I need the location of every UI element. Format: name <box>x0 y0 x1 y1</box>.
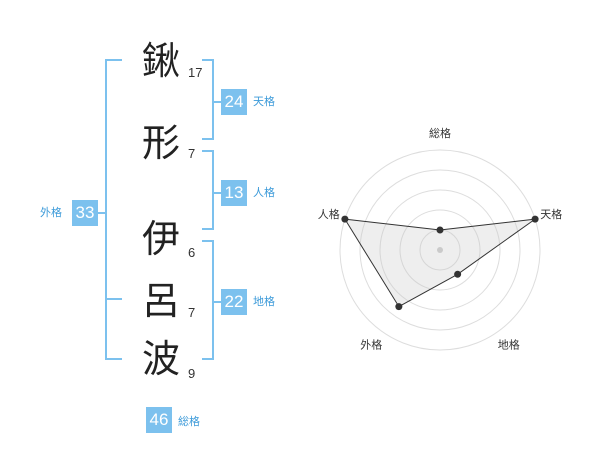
name-char-3: 伊 <box>141 217 180 261</box>
chikaku-badge: 22 <box>221 289 247 315</box>
radar-axis-label-4: 人格 <box>318 207 340 221</box>
name-char-5: 波 <box>141 337 180 381</box>
tenkaku-badge: 24 <box>221 89 247 115</box>
gaikaku-connector <box>98 212 106 214</box>
name-char-4: 呂 <box>141 279 180 323</box>
tenkaku-label: 天格 <box>253 95 275 108</box>
chikaku-label: 地格 <box>253 295 275 308</box>
jinkaku-bracket-bottom <box>202 228 214 230</box>
stroke-count-4: 7 <box>188 305 196 320</box>
jinkaku-label: 人格 <box>253 186 275 199</box>
radar-ring <box>399 209 481 291</box>
radar-point-0 <box>436 226 444 234</box>
soukaku-badge: 46 <box>146 407 172 433</box>
jinkaku-connector <box>212 192 221 194</box>
jinkaku-badge: 13 <box>221 180 247 206</box>
gaikaku-bracket-top <box>105 59 122 61</box>
chikaku-bracket-top <box>202 240 214 242</box>
tenkaku-connector <box>212 101 221 103</box>
name-char-1: 鍬 <box>141 39 180 83</box>
radar-points <box>341 215 539 311</box>
radar-polygon <box>343 218 536 308</box>
stroke-count-3: 6 <box>188 245 196 260</box>
radar-point-3 <box>395 303 403 311</box>
tenkaku-bracket-vertical <box>212 59 214 140</box>
jinkaku-bracket-top <box>202 150 214 152</box>
radar-axis-label-0: 総格 <box>429 126 451 140</box>
jinkaku-bracket-vertical <box>212 150 214 230</box>
radar-point-2 <box>454 270 462 278</box>
stroke-count-5: 9 <box>188 366 196 381</box>
tenkaku-bracket-bottom <box>202 138 214 140</box>
gaikaku-bracket-bottom <box>105 358 122 360</box>
radar-axis-label-1: 天格 <box>540 207 562 221</box>
radar-axis-label-3: 外格 <box>360 338 382 352</box>
tenkaku-bracket-top <box>202 59 214 61</box>
gaikaku-bracket-vertical <box>105 59 107 360</box>
name-char-2: 形 <box>141 121 180 165</box>
chikaku-bracket-vertical <box>212 240 214 360</box>
radar-grid <box>339 149 541 351</box>
soukaku-label: 総格 <box>178 415 200 428</box>
radar-point-1 <box>531 215 539 223</box>
radar-axis-label-2: 地格 <box>498 338 520 352</box>
gaikaku-badge: 33 <box>72 200 98 226</box>
stroke-count-1: 17 <box>188 65 203 80</box>
chikaku-connector <box>212 301 221 303</box>
gaikaku-label: 外格 <box>40 206 62 219</box>
gaikaku-bracket-mid <box>105 298 122 300</box>
radar-ring <box>339 149 541 351</box>
radar-ring <box>379 189 501 311</box>
stroke-count-2: 7 <box>188 146 196 161</box>
radar-ring <box>359 169 521 331</box>
radar-center <box>437 247 443 253</box>
radar-point-4 <box>341 215 349 223</box>
chikaku-bracket-bottom <box>202 358 214 360</box>
